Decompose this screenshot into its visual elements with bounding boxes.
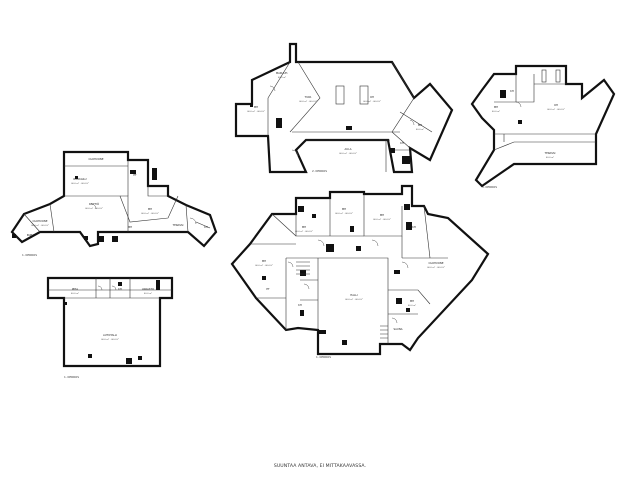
svg-text:00.0 m² · 00.0 ft²: 00.0 m² · 00.0 ft² xyxy=(85,207,103,210)
svg-text:00.0 m² · 00.0 ft²: 00.0 m² · 00.0 ft² xyxy=(363,100,381,103)
svg-text:00.0 m² · 00.0 ft²: 00.0 m² · 00.0 ft² xyxy=(373,218,391,221)
svg-text:KH: KH xyxy=(204,225,208,229)
svg-text:OLOHUONE: OLOHUONE xyxy=(89,157,104,161)
svg-text:MH: MH xyxy=(342,207,346,211)
svg-text:KH: KH xyxy=(298,303,302,307)
svg-text:MH: MH xyxy=(418,123,422,127)
svg-text:00.0 m² · 00.0 ft²: 00.0 m² · 00.0 ft² xyxy=(101,338,119,341)
svg-text:PIHA: PIHA xyxy=(72,287,78,291)
svg-text:OLOHUONE: OLOHUONE xyxy=(33,219,48,223)
svg-text:MH: MH xyxy=(380,213,384,217)
floor-plan-bottom-left: PIHA 00.0 m² KH VARASTO 00.0 m² AUTOTALL… xyxy=(46,276,174,368)
svg-text:MH: MH xyxy=(254,105,258,109)
svg-text:00.0 m²: 00.0 m² xyxy=(408,304,416,307)
svg-text:KH: KH xyxy=(400,141,404,145)
floor-plan-top-left: OLOHUONE RUOKAILU 00.0 m² · 00.0 ft² KEI… xyxy=(10,150,218,248)
svg-text:TERASSI: TERASSI xyxy=(545,151,556,155)
svg-text:00.0 m² · 00.0 ft²: 00.0 m² · 00.0 ft² xyxy=(427,266,445,269)
svg-text:HALLI: HALLI xyxy=(350,293,358,297)
svg-text:KH: KH xyxy=(118,287,122,291)
svg-text:SAUNA: SAUNA xyxy=(393,327,402,331)
svg-text:KEITTIÖ: KEITTIÖ xyxy=(89,201,99,206)
svg-text:MAKUUH.: MAKUUH. xyxy=(276,71,288,75)
svg-text:TERASSI: TERASSI xyxy=(173,223,184,227)
svg-text:OH: OH xyxy=(370,95,374,99)
floor-plan-top-right: MH 00.0 m² KH OH 00.0 m² · 00.0 ft² TERA… xyxy=(470,64,616,188)
svg-text:MH: MH xyxy=(128,225,132,229)
svg-text:00.0 m²: 00.0 m² xyxy=(492,110,500,113)
floor-label-bottom-left: 1. KERROS xyxy=(64,375,79,379)
floor-plan-top-center: MAKUUH. 00.0 m² MH 00.0 m² · 00.0 ft² TU… xyxy=(234,42,454,174)
svg-text:00.0 m² · 00.0 ft²: 00.0 m² · 00.0 ft² xyxy=(71,182,89,185)
disclaimer-text: SUUNTAA ANTAVA, EI MITTAKAAVASSA. xyxy=(274,463,366,469)
floor-label-top-left: 1. KERROS xyxy=(22,253,37,257)
svg-text:00.0 m² · 00.0 ft²: 00.0 m² · 00.0 ft² xyxy=(299,100,317,103)
svg-text:00.0 m²: 00.0 m² xyxy=(278,76,286,79)
svg-text:ET: ET xyxy=(133,173,137,177)
svg-text:KH: KH xyxy=(510,89,514,93)
floor-label-center: 1. KERROS xyxy=(316,355,331,359)
floor-label-top-center: 2. KERROS xyxy=(312,169,327,173)
svg-text:00.0 m² · 00.0 ft²: 00.0 m² · 00.0 ft² xyxy=(295,230,313,233)
svg-text:00.0 m² · 00.0 ft²: 00.0 m² · 00.0 ft² xyxy=(339,152,357,155)
svg-text:00.0 m²: 00.0 m² xyxy=(71,292,79,295)
svg-text:MH: MH xyxy=(262,259,266,263)
svg-text:AULA: AULA xyxy=(345,147,352,151)
svg-text:MH: MH xyxy=(148,207,152,211)
svg-text:VARASTO: VARASTO xyxy=(142,287,154,291)
svg-text:00.0 m² · 00.0 ft²: 00.0 m² · 00.0 ft² xyxy=(345,298,363,301)
svg-text:00.0 m² · 00.0 ft²: 00.0 m² · 00.0 ft² xyxy=(247,110,265,113)
svg-text:00.0 m² · 00.0 ft²: 00.0 m² · 00.0 ft² xyxy=(335,212,353,215)
svg-text:00.0 m²: 00.0 m² xyxy=(144,292,152,295)
svg-text:MH: MH xyxy=(302,225,306,229)
svg-text:KH: KH xyxy=(412,225,416,229)
svg-text:OH: OH xyxy=(554,103,558,107)
svg-text:00.0 m²: 00.0 m² xyxy=(416,128,424,131)
svg-text:00.0 m²: 00.0 m² xyxy=(546,156,554,159)
svg-text:00.0 m² · 00.0 ft²: 00.0 m² · 00.0 ft² xyxy=(547,108,565,111)
svg-text:MH: MH xyxy=(494,105,498,109)
svg-text:00.0 m² · 00.0 ft²: 00.0 m² · 00.0 ft² xyxy=(31,224,49,227)
svg-text:00.0 m² · 00.0 ft²: 00.0 m² · 00.0 ft² xyxy=(141,212,159,215)
svg-text:AUTOTALLI: AUTOTALLI xyxy=(103,333,117,337)
floor-plan-center: MH 00.0 m² · 00.0 ft² MH 00.0 m² · 00.0 … xyxy=(230,184,490,356)
floor-label-top-right: 3. KERROS xyxy=(482,185,497,189)
svg-text:ET: ET xyxy=(266,287,270,291)
svg-text:00.0 m² · 00.0 ft²: 00.0 m² · 00.0 ft² xyxy=(255,264,273,267)
svg-text:MH: MH xyxy=(410,299,414,303)
svg-text:RUOKAILU: RUOKAILU xyxy=(73,177,86,181)
svg-text:TUPA: TUPA xyxy=(305,95,312,99)
svg-text:OLOHUONE: OLOHUONE xyxy=(429,261,444,265)
svg-text:PARV: PARV xyxy=(27,233,34,237)
